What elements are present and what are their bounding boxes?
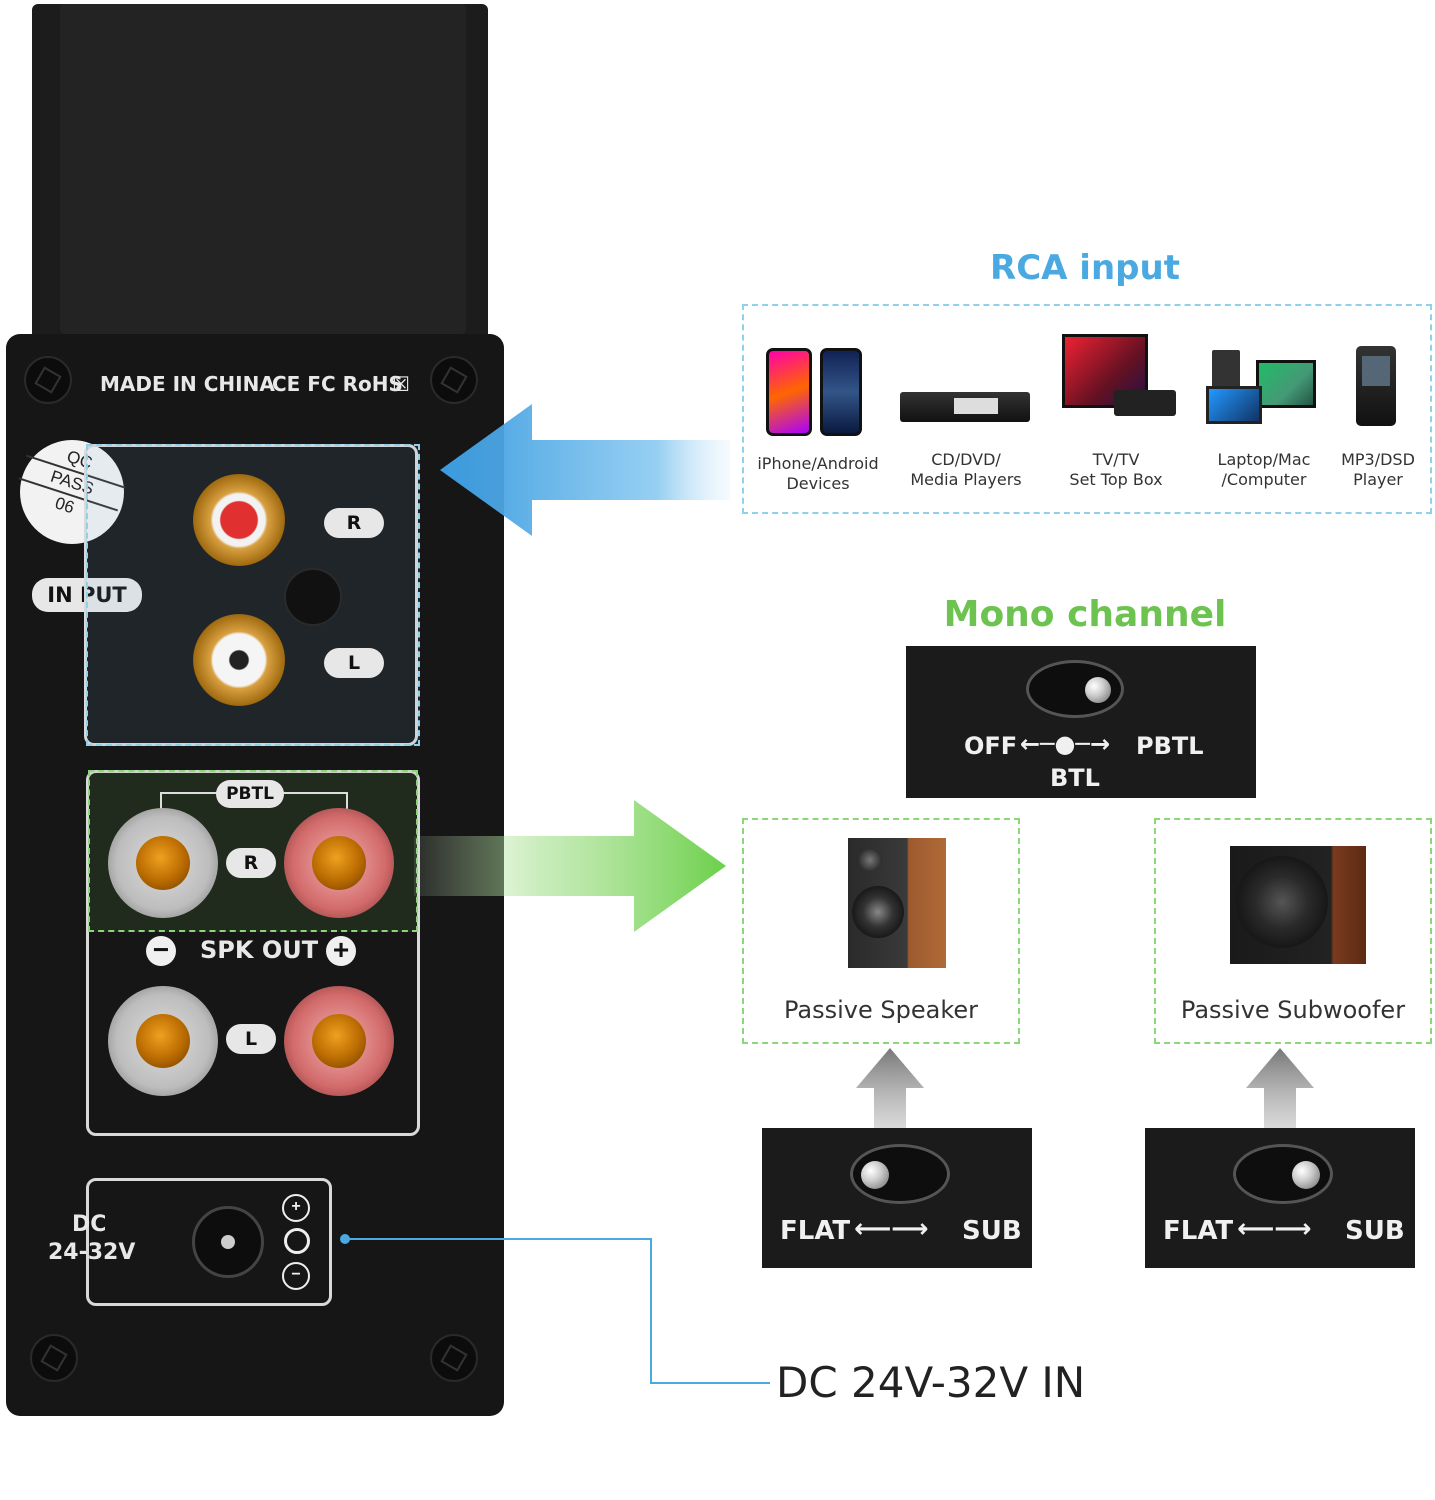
subwoofer-up-arrow-icon xyxy=(1246,1048,1314,1132)
speaker-flat-sub-switch[interactable] xyxy=(850,1144,950,1204)
dc-label-line1: DC xyxy=(72,1212,107,1237)
device-label-line1: Laptop/Mac xyxy=(1217,450,1311,469)
device-computer: Laptop/Mac /Computer xyxy=(1192,340,1336,504)
dc-callout-line-bottom xyxy=(650,1382,770,1384)
mono-off-label: OFF xyxy=(964,732,1018,760)
spk-out-label: SPK OUT xyxy=(200,936,319,964)
speaker-left-label: L xyxy=(226,1024,276,1054)
device-label-line1: iPhone/Android xyxy=(757,454,879,473)
certification-marks: CE FC RoHS xyxy=(272,372,403,396)
device-label-line1: TV/TV xyxy=(1092,450,1140,469)
dc-callout-line-vertical xyxy=(650,1238,652,1384)
screw-top-left xyxy=(24,356,72,404)
device-mp3-player: MP3/DSD Player xyxy=(1330,340,1426,504)
speaker-post-left-negative[interactable] xyxy=(108,986,218,1096)
bookshelf-speaker-icon xyxy=(848,838,946,968)
speaker-sub-label: SUB xyxy=(962,1216,1022,1246)
rca-input-title: RCA input xyxy=(990,248,1180,288)
mono-pbtl-label: PBTL xyxy=(1136,732,1204,760)
dc-label-line2: 24-32V xyxy=(48,1240,136,1265)
speaker-up-arrow-icon xyxy=(856,1048,924,1132)
mono-btl-label: BTL xyxy=(1050,764,1100,792)
rca-left-label: L xyxy=(324,648,384,678)
device-smartphones: iPhone/Android Devices xyxy=(746,344,890,504)
device-cd-player: CD/DVD/ Media Players xyxy=(894,344,1038,504)
device-label-line2: Media Players xyxy=(910,470,1022,489)
made-in-label: MADE IN CHINA xyxy=(100,372,275,396)
rca-jack-left[interactable] xyxy=(193,614,285,706)
speaker-post-left-positive[interactable] xyxy=(284,986,394,1096)
rca-devices-box xyxy=(742,304,1432,514)
heatsink-top xyxy=(60,4,466,334)
device-label-line2: /Computer xyxy=(1221,470,1307,489)
dc-input-callout: DC 24V-32V IN xyxy=(776,1358,1086,1407)
speaker-arrow-icon xyxy=(414,800,726,932)
subwoofer-sub-label: SUB xyxy=(1345,1216,1405,1246)
device-label-line1: CD/DVD/ xyxy=(931,450,1001,469)
device-label-line2: Player xyxy=(1353,470,1403,489)
mono-toggle-switch[interactable] xyxy=(1026,660,1124,718)
rca-arrow-icon xyxy=(440,404,730,536)
dc-callout-dot xyxy=(340,1234,350,1244)
speaker-post-right-positive[interactable] xyxy=(284,808,394,918)
passive-subwoofer-box: Passive Subwoofer xyxy=(1154,818,1432,1044)
mono-channel-title: Mono channel xyxy=(943,594,1227,635)
speaker-flat-sub-card: FLAT ⟵⟶ SUB xyxy=(762,1128,1032,1268)
screw-bottom-right xyxy=(430,1334,478,1382)
polarity-icon: + − xyxy=(282,1194,310,1290)
screw-top-right xyxy=(430,356,478,404)
cd-player-icon xyxy=(900,392,1030,422)
mono-switch-card: OFF ←─●─→ PBTL BTL xyxy=(906,646,1256,798)
dc-callout-line-horizontal xyxy=(348,1238,652,1240)
speaker-right-label: R xyxy=(226,848,276,878)
subwoofer-double-arrow-icon: ⟵⟶ xyxy=(1237,1214,1312,1244)
speaker-double-arrow-icon: ⟵⟶ xyxy=(854,1214,929,1244)
qc-pass-sticker: QC PASS 06 xyxy=(18,440,126,544)
passive-speaker-box: Passive Speaker xyxy=(742,818,1020,1044)
weee-bin-icon: ☒ xyxy=(392,372,410,396)
device-label-line1: MP3/DSD xyxy=(1341,450,1415,469)
speaker-flat-label: FLAT xyxy=(780,1216,851,1246)
screw-bottom-left xyxy=(30,1334,78,1382)
passive-subwoofer-label: Passive Subwoofer xyxy=(1180,996,1406,1024)
panel-screw xyxy=(284,568,342,626)
smartphones-icon xyxy=(766,348,812,436)
dc-input-frame xyxy=(86,1178,332,1306)
subwoofer-flat-label: FLAT xyxy=(1163,1216,1234,1246)
rca-jack-right[interactable] xyxy=(193,474,285,566)
device-tv: TV/TV Set Top Box xyxy=(1044,330,1188,504)
device-label-line2: Set Top Box xyxy=(1069,470,1163,489)
minus-sign-icon: − xyxy=(146,936,176,966)
subwoofer-flat-sub-switch[interactable] xyxy=(1233,1144,1333,1204)
mp3-player-icon xyxy=(1356,346,1396,426)
pbtl-label: PBTL xyxy=(216,780,284,808)
rca-right-label: R xyxy=(324,508,384,538)
device-label-line2: Devices xyxy=(786,474,850,493)
speaker-post-right-negative[interactable] xyxy=(108,808,218,918)
subwoofer-icon xyxy=(1230,846,1366,964)
dc-power-jack[interactable] xyxy=(192,1206,264,1278)
subwoofer-flat-sub-card: FLAT ⟵⟶ SUB xyxy=(1145,1128,1415,1268)
passive-speaker-label: Passive Speaker xyxy=(784,996,978,1024)
mono-arrows-icon: ←─●─→ xyxy=(1020,730,1111,758)
plus-sign-icon: + xyxy=(326,936,356,966)
